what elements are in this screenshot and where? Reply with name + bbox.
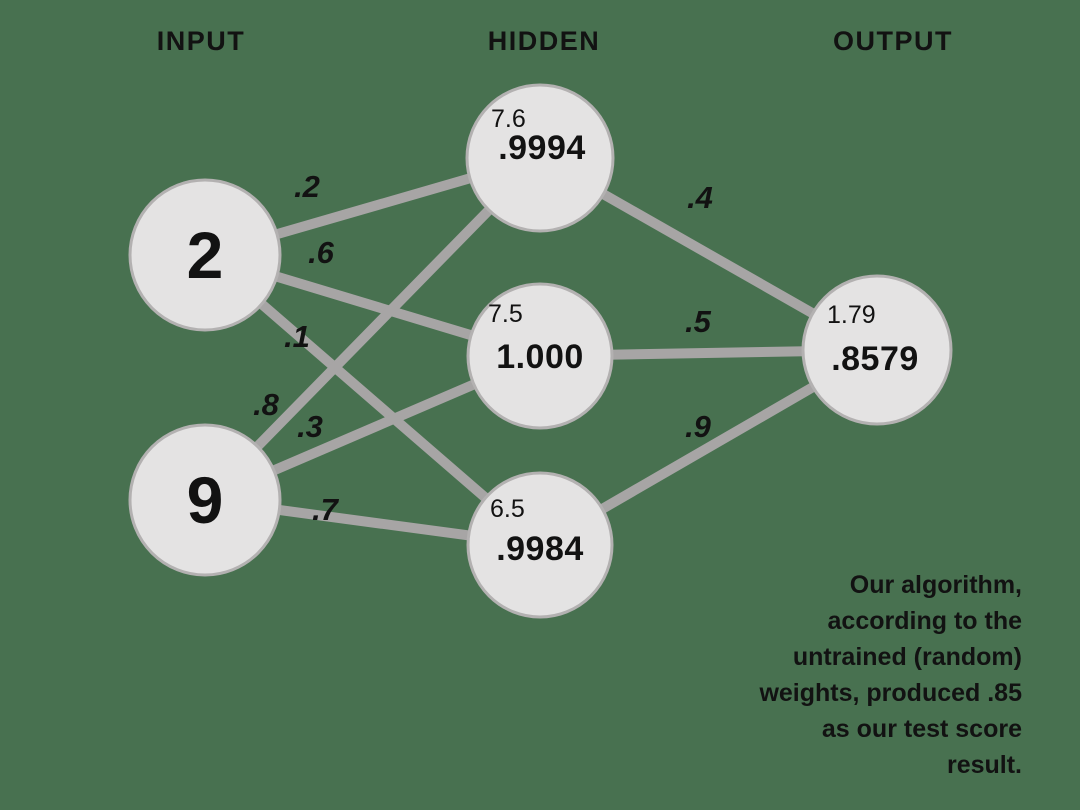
- input-node-1-value: 2: [187, 218, 224, 292]
- hidden-node-1-activation: .9994: [498, 129, 586, 167]
- hidden-node-1: [465, 83, 615, 233]
- hidden-node-2-sum: 7.5: [488, 300, 523, 328]
- output-node-activation: .8579: [831, 340, 919, 378]
- input-layer-header: INPUT: [157, 26, 246, 56]
- weight-input2-hidden2: .3: [297, 409, 323, 444]
- hidden-node-1-sum: 7.6: [491, 105, 526, 133]
- output-node: [801, 274, 953, 426]
- output-layer-header: OUTPUT: [833, 26, 953, 56]
- input-node-1: [128, 178, 282, 332]
- hidden-node-2: [466, 282, 614, 430]
- output-node-sum: 1.79: [827, 301, 876, 329]
- weight-hidden1-output: .4: [687, 180, 713, 215]
- weight-input2-hidden3: .7: [312, 492, 340, 527]
- input-node-2: [128, 423, 282, 577]
- caption-line: result.: [946, 751, 1022, 779]
- caption-line: as our test score: [821, 715, 1022, 743]
- caption-line: according to the: [827, 607, 1022, 635]
- weight-input1-hidden2: .6: [308, 235, 335, 270]
- hidden-node-3-sum: 6.5: [490, 495, 525, 523]
- caption-text: Our algorithm, according to the untraine…: [692, 567, 1022, 783]
- input-node-2-value: 9: [187, 463, 224, 537]
- weight-input1-hidden3: .1: [284, 319, 310, 354]
- hidden-node-3-activation: .9984: [496, 530, 584, 568]
- edge-input2-hidden1: [201, 154, 544, 504]
- weight-input1-hidden1: .2: [294, 169, 320, 204]
- hidden-node-3: [466, 471, 614, 619]
- caption-line: untrained (random): [792, 643, 1022, 671]
- weight-input2-hidden1: .8: [253, 387, 280, 422]
- weight-hidden3-output: .9: [685, 409, 712, 444]
- caption-line: weights, produced .85: [759, 679, 1022, 707]
- hidden-node-2-activation: 1.000: [496, 338, 584, 376]
- weight-hidden2-output: .5: [685, 304, 712, 339]
- caption-line: Our algorithm,: [849, 571, 1022, 599]
- hidden-layer-header: HIDDEN: [488, 26, 601, 56]
